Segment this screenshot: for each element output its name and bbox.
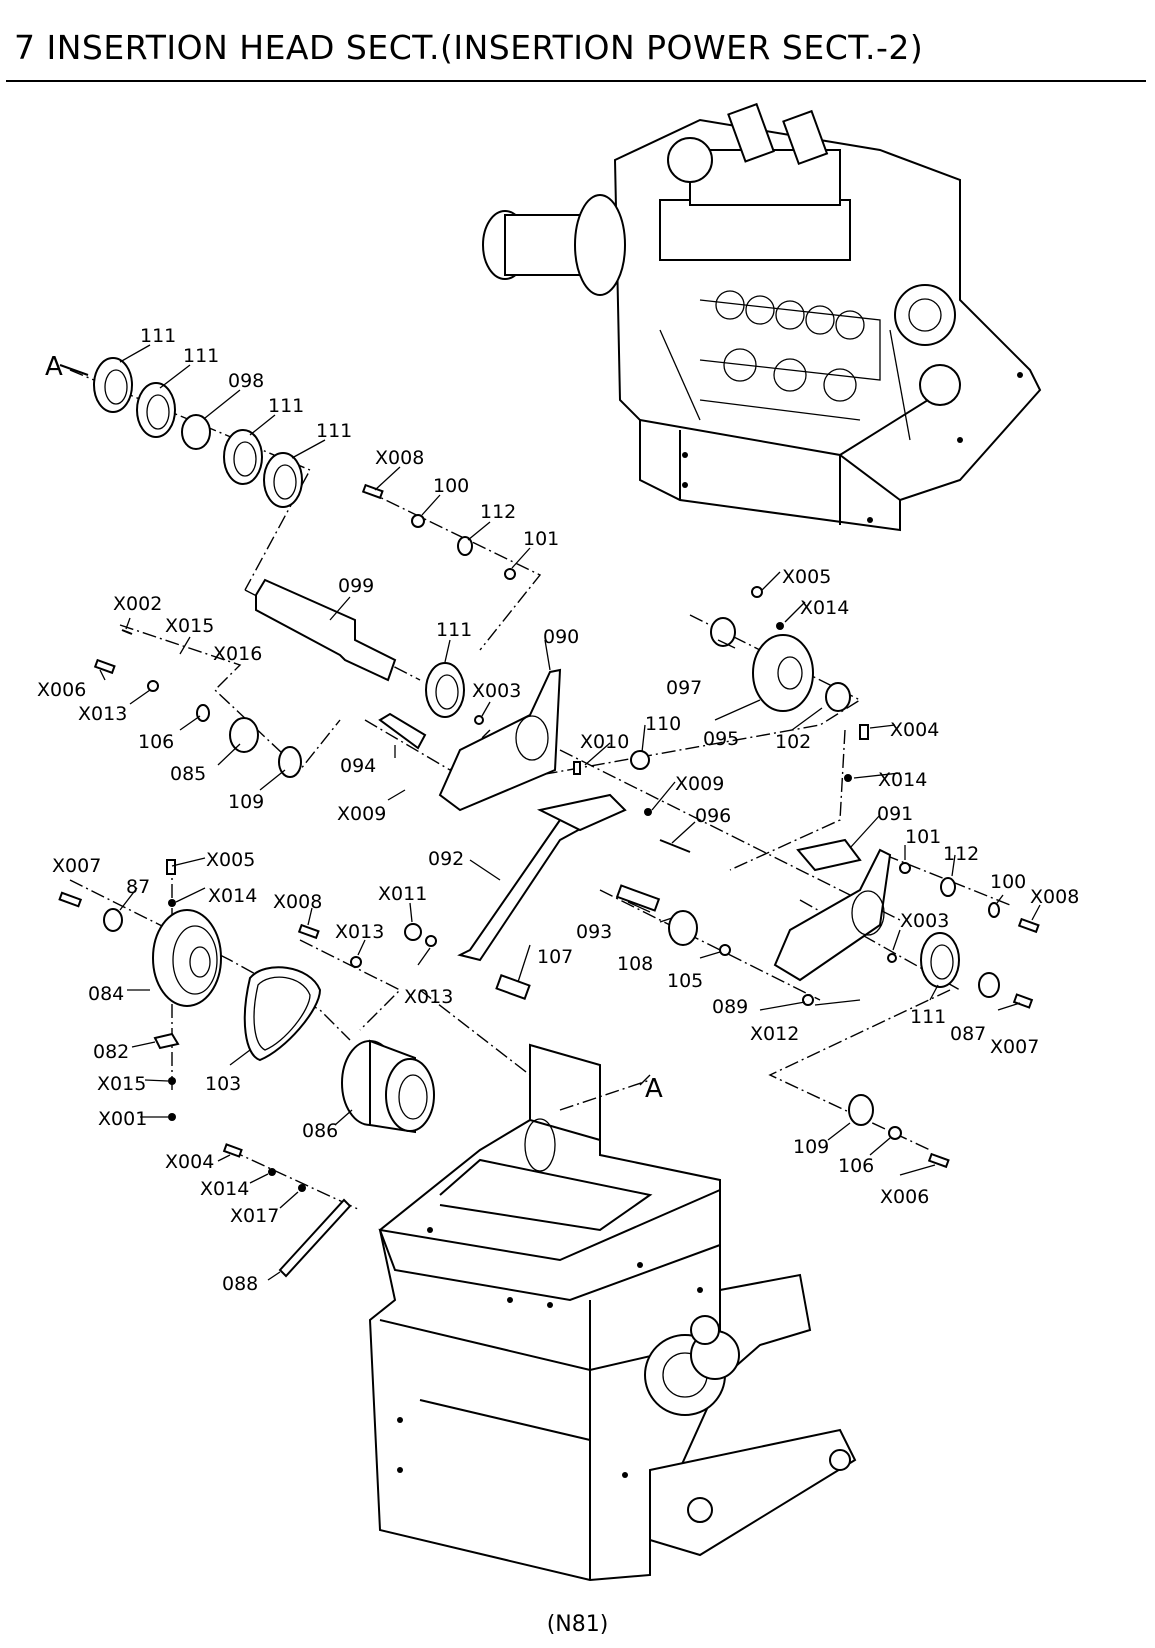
frame-casting-illustration [368, 1043, 857, 1582]
assembled-head-illustration [482, 102, 1042, 532]
callout-x006: X006 [880, 1186, 929, 1208]
callout-093: 093 [576, 921, 612, 943]
callout-x002: X002 [113, 593, 162, 615]
callout-091: 091 [877, 803, 913, 825]
callout-x001: X001 [98, 1108, 147, 1130]
callout-x012: X012 [750, 1023, 799, 1045]
callout-096: 096 [695, 805, 731, 827]
callout-x003: X003 [900, 910, 949, 932]
callout-090: 090 [543, 626, 579, 648]
callout-87: 87 [126, 876, 150, 898]
callout-x005: X005 [206, 849, 255, 871]
callout-094: 094 [340, 755, 376, 777]
callout-labels: 111 111 098 111 111 A X008 100 112 101 0… [37, 325, 1079, 1295]
callout-082: 082 [93, 1041, 129, 1063]
callout-x008: X008 [273, 891, 322, 913]
callout-x006: X006 [37, 679, 86, 701]
callout-111: 111 [316, 420, 352, 442]
callout-x015: X015 [97, 1073, 146, 1095]
callout-x008: X008 [1030, 886, 1079, 908]
callout-x013: X013 [335, 921, 384, 943]
callout-111: 111 [268, 395, 304, 417]
callout-x013: X013 [404, 986, 453, 1008]
callout-103: 103 [205, 1073, 241, 1095]
callout-112: 112 [943, 843, 979, 865]
callout-x011: X011 [378, 883, 427, 905]
callout-097: 097 [666, 677, 702, 699]
callout-107: 107 [537, 946, 573, 968]
callout-109: 109 [228, 791, 264, 813]
callout-098: 098 [228, 370, 264, 392]
callout-a-upper: A [45, 352, 63, 382]
callout-x007: X007 [990, 1036, 1039, 1058]
title-underline [6, 80, 1146, 82]
callout-109: 109 [793, 1136, 829, 1158]
callout-111: 111 [910, 1006, 946, 1028]
callout-x014: X014 [878, 769, 927, 791]
callout-089: 089 [712, 996, 748, 1018]
callout-110: 110 [645, 713, 681, 735]
callout-111: 111 [183, 345, 219, 367]
callout-x004: X004 [890, 719, 939, 741]
callout-x014: X014 [208, 885, 257, 907]
callout-106: 106 [838, 1155, 874, 1177]
callout-x013: X013 [78, 703, 127, 725]
callout-x007: X007 [52, 855, 101, 877]
callout-x009: X009 [337, 803, 386, 825]
callout-x015: X015 [165, 615, 214, 637]
callout-108: 108 [617, 953, 653, 975]
callout-112: 112 [480, 501, 516, 523]
callout-111: 111 [436, 619, 472, 641]
callout-x005: X005 [782, 566, 831, 588]
callout-088: 088 [222, 1273, 258, 1295]
callout-101: 101 [523, 528, 559, 550]
page-footer-code: (N81) [546, 1612, 609, 1637]
callout-106: 106 [138, 731, 174, 753]
callout-100: 100 [990, 871, 1026, 893]
callout-102: 102 [775, 731, 811, 753]
callout-111: 111 [140, 325, 176, 347]
callout-101: 101 [905, 826, 941, 848]
callout-x009: X009 [675, 773, 724, 795]
callout-086: 086 [302, 1120, 338, 1142]
callout-x010: X010 [580, 731, 629, 753]
callout-x003: X003 [472, 680, 521, 702]
callout-100: 100 [433, 475, 469, 497]
leader-lines [99, 344, 1041, 1281]
callout-085: 085 [170, 763, 206, 785]
callout-099: 099 [338, 575, 374, 597]
callout-x014: X014 [200, 1178, 249, 1200]
callout-x014: X014 [800, 597, 849, 619]
callout-x004: X004 [165, 1151, 214, 1173]
callout-x008: X008 [375, 447, 424, 469]
callout-095: 095 [703, 728, 739, 750]
exploded-parts [58, 357, 1040, 1278]
callout-a-lower: A [645, 1074, 663, 1104]
page-title: 7 INSERTION HEAD SECT.(INSERTION POWER S… [14, 28, 924, 67]
callout-x017: X017 [230, 1205, 279, 1227]
callout-084: 084 [88, 983, 124, 1005]
callout-105: 105 [667, 970, 703, 992]
callout-087: 087 [950, 1023, 986, 1045]
callout-x016: X016 [213, 643, 262, 665]
callout-092: 092 [428, 848, 464, 870]
